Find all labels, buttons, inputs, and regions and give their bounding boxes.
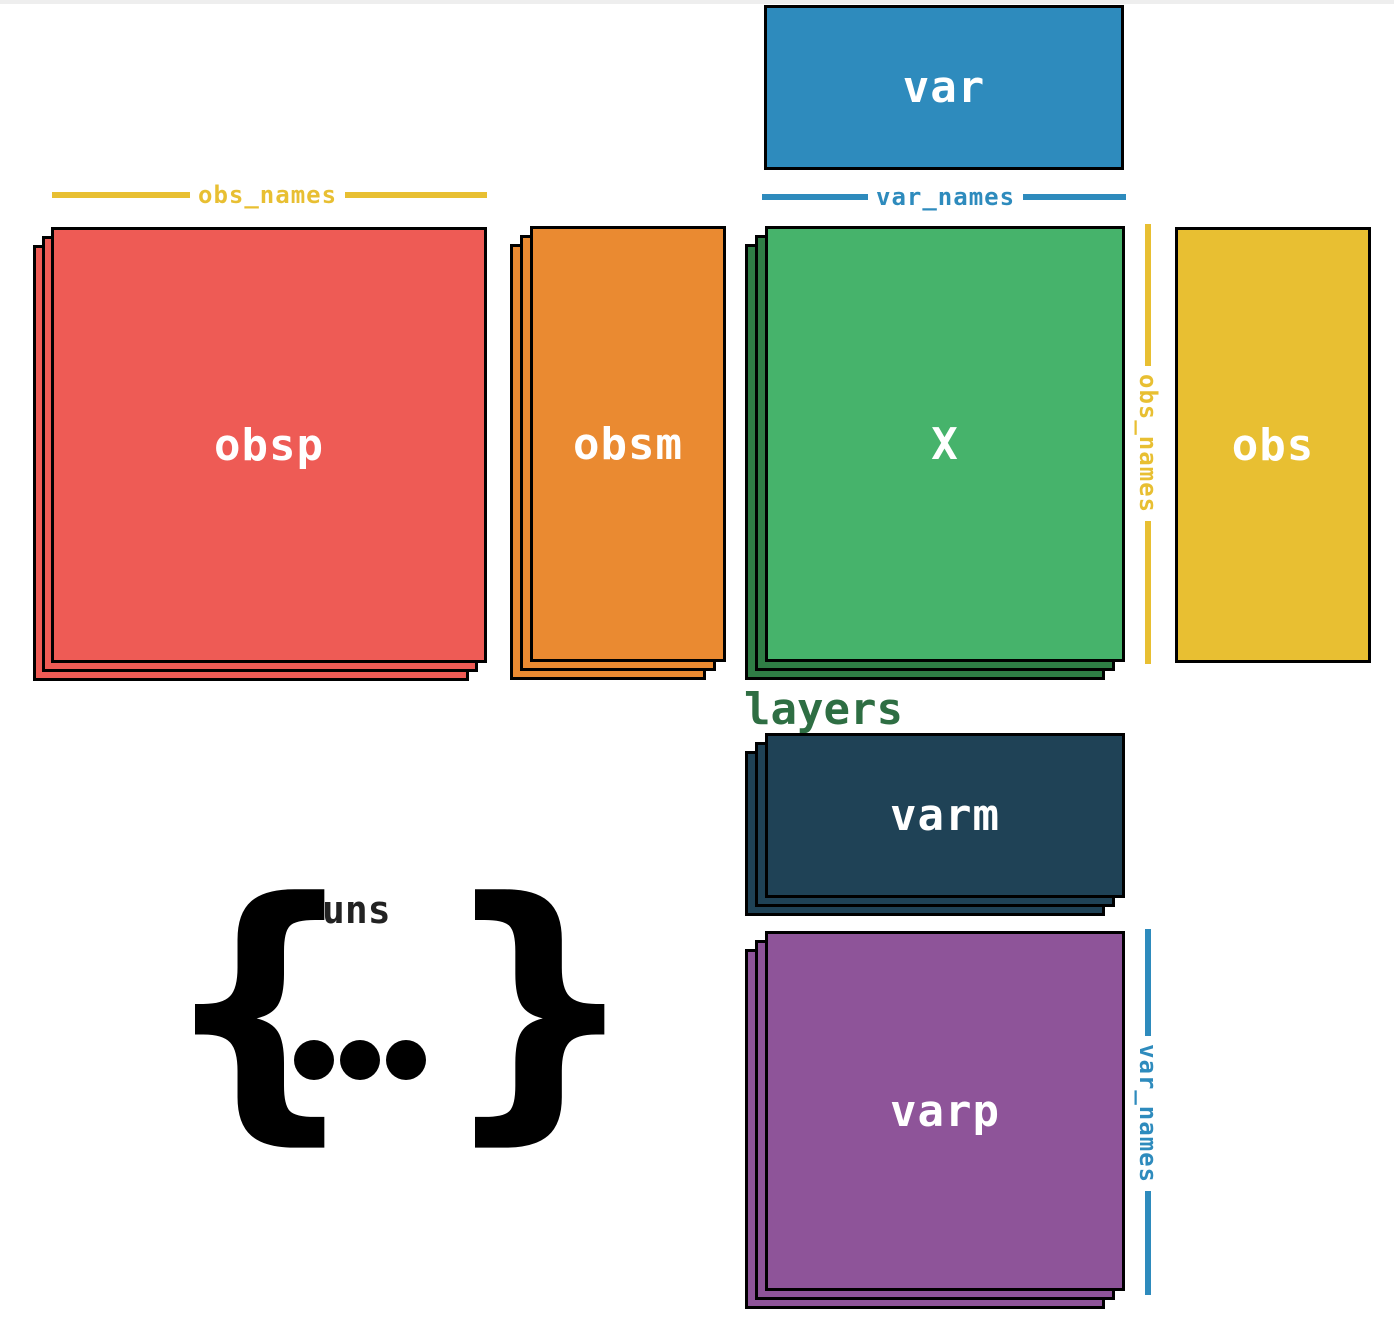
uns-dot-2 (340, 1040, 380, 1080)
varp-block: varp (765, 931, 1125, 1291)
uns-dot-3 (386, 1040, 426, 1080)
layers-label: layers (744, 684, 903, 735)
uns-dot-1 (294, 1040, 334, 1080)
varm-block: varm (765, 733, 1125, 898)
obsm-block: obsm (530, 226, 726, 662)
var-block[interactable]: var (764, 5, 1124, 170)
top-border (0, 0, 1394, 4)
varp-label: varp (890, 1085, 1000, 1137)
x-stack[interactable]: X (745, 226, 1125, 682)
var-names-side-tag: var_names (1134, 1036, 1162, 1192)
var-label: var (902, 62, 986, 113)
obsp-label: obsp (214, 419, 324, 471)
obsp-block: obsp (51, 227, 487, 663)
obs-label: obs (1231, 419, 1315, 471)
obsm-label: obsm (573, 418, 683, 470)
x-label: X (931, 418, 959, 470)
uns-open-brace: { (160, 843, 360, 1169)
obsp-stack[interactable]: obsp (33, 227, 488, 682)
obs-block[interactable]: obs (1175, 227, 1371, 663)
obs-names-top-tag: obs_names (190, 183, 346, 207)
uns-label: uns (322, 888, 391, 932)
varm-stack[interactable]: varm (745, 733, 1125, 917)
uns-close-brace: } (440, 843, 640, 1169)
x-block: X (765, 226, 1125, 662)
var-names-top-tag: var_names (868, 185, 1024, 209)
obs-names-side-tag: obs_names (1134, 366, 1162, 522)
obsm-stack[interactable]: obsm (510, 226, 726, 682)
varm-label: varm (890, 790, 1000, 841)
varp-stack[interactable]: varp (745, 931, 1125, 1311)
